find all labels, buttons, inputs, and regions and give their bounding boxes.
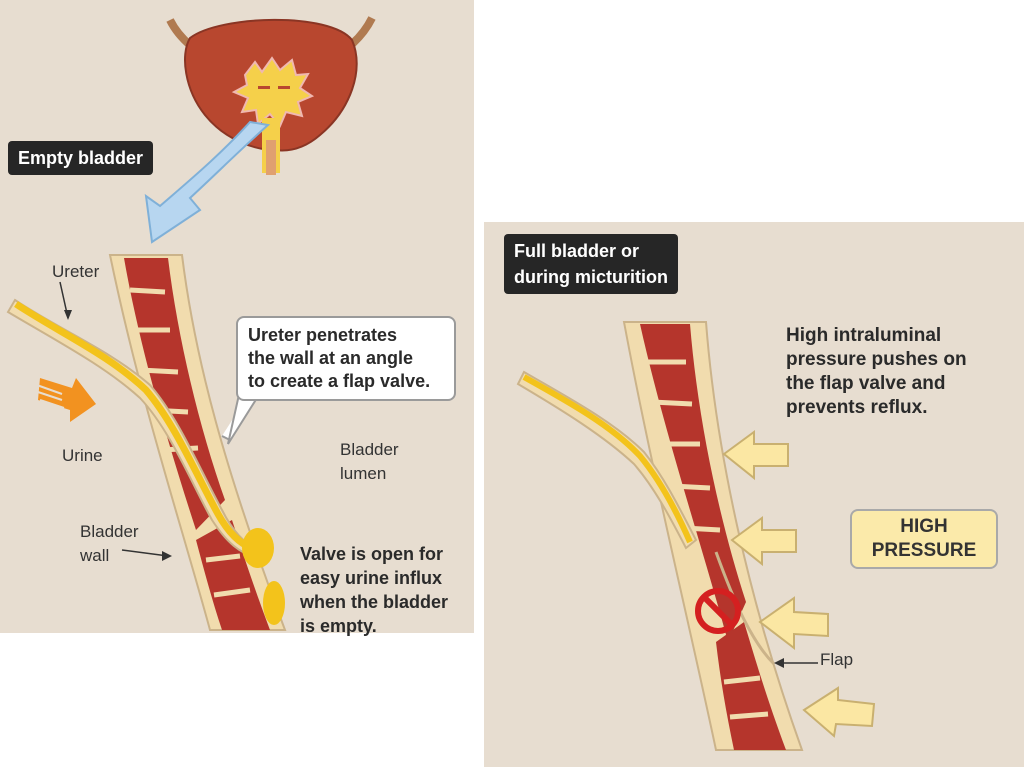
empty-bladder-label: Empty bladder: [8, 141, 154, 175]
bladder-illustration: [166, 16, 376, 175]
ureter: [516, 370, 698, 550]
high-pressure-box: HIGH PRESSURE: [850, 509, 998, 569]
orange-flow-arrow-icon: [33, 378, 96, 422]
ureter: [6, 298, 285, 625]
no-reflux-icon: [695, 588, 741, 634]
flap: [714, 551, 776, 666]
wall-pointer: [121, 549, 169, 557]
bladder-wall-section: [108, 254, 287, 631]
urine-label: Urine: [62, 446, 103, 465]
full-bladder-label: Full bladder or during micturition: [504, 234, 678, 294]
blue-curved-arrow-icon: [144, 120, 271, 244]
valve-open-note: Valve is open for easy urine influx when…: [300, 544, 449, 636]
full-bladder-diagram: [516, 321, 876, 751]
bladder-wall-label: Bladder wall: [80, 522, 139, 565]
flap-valve-callout: Ureter penetrates the wall at an angle t…: [236, 316, 456, 401]
ureter-label: Ureter: [52, 262, 100, 281]
high-pressure-description: High intraluminal pressure pushes on the…: [786, 325, 967, 418]
empty-bladder-panel: Empty bladder Ureter Urine Bladder lumen…: [0, 0, 474, 636]
full-bladder-panel: Full bladder or during micturition High …: [484, 222, 1024, 767]
pressure-arrow-icon: [722, 430, 876, 738]
flap-label: Flap: [820, 650, 854, 669]
bladder-lumen-label: Bladder lumen: [340, 440, 399, 483]
empty-bladder-diagram: [6, 16, 376, 631]
